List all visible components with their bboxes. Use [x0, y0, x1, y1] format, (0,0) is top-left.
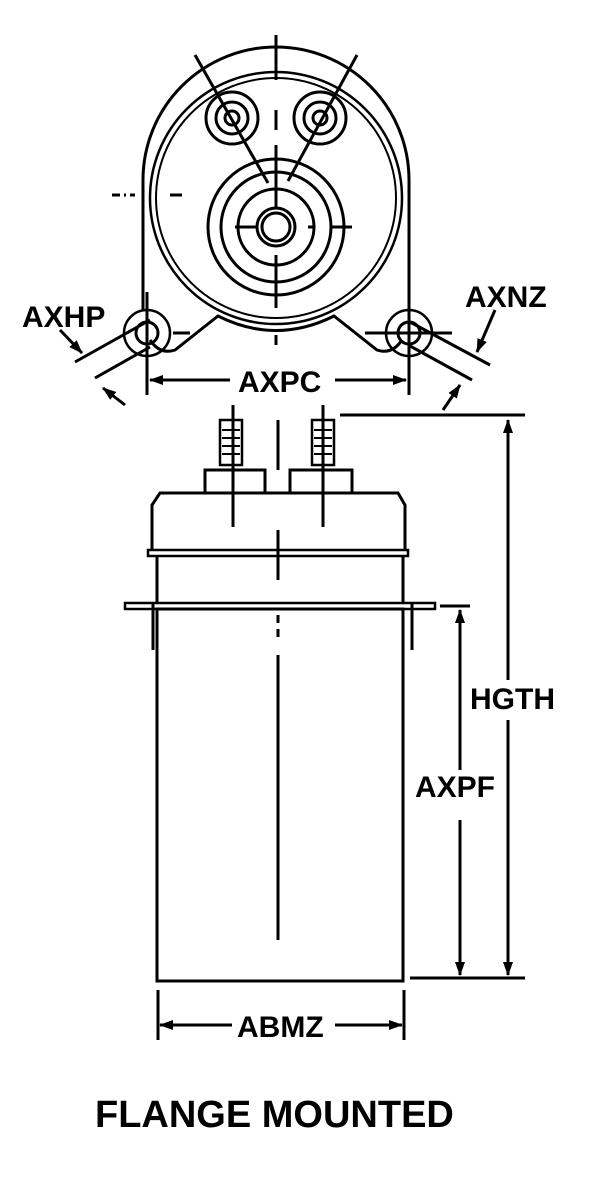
label-axnz: AXNZ [465, 281, 547, 314]
top-view [58, 35, 497, 411]
label-axpf: AXPF [415, 771, 495, 804]
label-abmz: ABMZ [237, 1011, 324, 1044]
label-axhp: AXHP [22, 301, 105, 334]
side-view [123, 405, 525, 1040]
label-hgth: HGTH [470, 683, 555, 716]
label-axpc: AXPC [238, 366, 321, 399]
drawing-title: FLANGE MOUNTED [95, 1094, 454, 1136]
